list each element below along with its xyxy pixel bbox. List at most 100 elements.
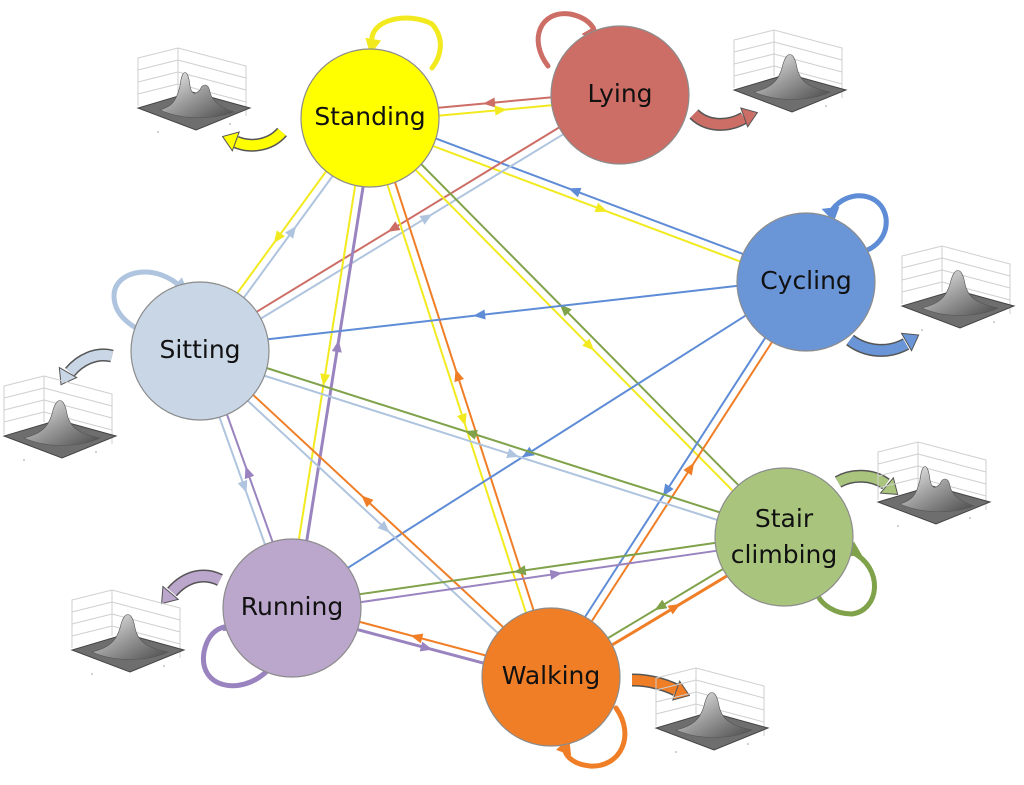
- arrowhead-icon: [285, 225, 297, 239]
- plot-grid: [877, 441, 987, 510]
- arrowhead-icon: [559, 304, 572, 317]
- arrowhead-icon: [331, 340, 342, 353]
- transition-standing-to-stair: [414, 169, 734, 492]
- state-circle: [714, 467, 854, 607]
- plot-axis-ticks: [91, 665, 165, 675]
- arrowhead-icon: [821, 206, 840, 222]
- transition-line: [394, 182, 535, 611]
- transition-stair-to-standing: [420, 163, 740, 486]
- transition-line: [347, 314, 747, 569]
- transition-line: [305, 186, 365, 541]
- state-label: Sitting: [159, 335, 240, 364]
- transition-line: [359, 541, 716, 596]
- transition-line: [264, 374, 718, 521]
- plot-axis-ticks: [23, 451, 97, 461]
- transition-sitting-to-running: [218, 416, 266, 545]
- emission-arrow-icon: [835, 471, 889, 489]
- transition-sitting-to-lying: [260, 133, 564, 320]
- emission-arrow-icon: [234, 128, 286, 151]
- transition-line: [584, 337, 767, 618]
- emission-running: [161, 569, 223, 605]
- transition-stair-to-sitting: [266, 367, 720, 514]
- plot-axis-ticks: [675, 743, 749, 753]
- transition-standing-to-walking: [386, 184, 527, 613]
- plot-axis-ticks: [157, 123, 231, 133]
- plot-grid: [71, 589, 181, 658]
- state-node-lying: Lying: [550, 25, 690, 165]
- transition-line: [611, 574, 728, 647]
- transition-sitting-to-stair: [264, 374, 718, 521]
- plot-surface: [675, 692, 753, 738]
- arrowhead-icon: [549, 569, 563, 580]
- transition-line: [218, 416, 266, 545]
- arrowhead-icon: [662, 483, 674, 497]
- arrowhead-icon: [667, 603, 681, 615]
- transition-line: [260, 133, 564, 320]
- state-circle: [300, 48, 440, 188]
- arrowhead-icon: [244, 466, 255, 480]
- arrowhead-icon: [410, 633, 424, 644]
- state-label: Stair: [755, 504, 814, 533]
- density-plots: [2, 29, 1016, 753]
- arrowhead-icon: [506, 448, 520, 458]
- transition-sitting-to-standing: [243, 175, 334, 299]
- gaussian-density-plot-icon: [2, 375, 118, 461]
- transition-line: [590, 341, 773, 622]
- transition-running-to-stair: [360, 549, 717, 604]
- transition-line: [607, 568, 724, 639]
- transition-running-to-walking: [357, 628, 484, 665]
- state-label: Lying: [587, 79, 652, 108]
- arrowhead-icon: [900, 332, 920, 352]
- arrowhead-icon: [568, 187, 582, 198]
- arrowhead-icon: [457, 412, 467, 426]
- arrowhead-icon: [454, 369, 464, 383]
- self-transition-loop-icon: [111, 269, 185, 331]
- transition-line: [420, 163, 740, 486]
- transition-edges: [218, 96, 773, 665]
- transition-walking-to-standing: [394, 182, 535, 611]
- arrowhead-icon: [58, 366, 78, 386]
- emission-standing: [221, 127, 287, 152]
- transition-standing-to-sitting: [236, 170, 327, 294]
- emission-cycling: [846, 332, 920, 357]
- gaussian-density-plot-icon: [136, 47, 252, 133]
- plot-surface: [921, 270, 999, 316]
- transition-standing-to-lying: [438, 104, 552, 117]
- plot-surface: [159, 72, 235, 119]
- transition-running-to-sitting: [226, 414, 274, 543]
- transition-line: [267, 284, 738, 341]
- transition-stair-to-running: [359, 541, 716, 596]
- state-circle: [550, 25, 690, 165]
- plot-surface: [753, 54, 831, 100]
- arrowhead-icon: [582, 338, 595, 351]
- self-transition-loop-icon: [201, 623, 269, 689]
- self-loop-cycling: [821, 193, 889, 255]
- gaussian-density-plot-icon: [900, 245, 1016, 331]
- self-transition-loop-icon: [815, 549, 877, 617]
- arrowhead-icon: [683, 462, 695, 476]
- emission-arrow-icon: [847, 335, 909, 356]
- transition-walking-to-stair: [611, 574, 728, 647]
- state-label: Running: [241, 592, 343, 621]
- self-loops: [111, 11, 889, 769]
- transition-line: [226, 414, 274, 543]
- arrowhead-icon: [419, 214, 433, 225]
- state-circle: [736, 212, 876, 352]
- arrowhead-icon: [161, 585, 180, 605]
- gaussian-density-plot-icon: [70, 589, 186, 675]
- arrowhead-icon: [419, 641, 433, 652]
- transition-standing-to-running: [297, 185, 357, 540]
- emission-sitting: [58, 348, 114, 386]
- transition-standing-to-cycling: [432, 145, 741, 263]
- transition-line: [435, 137, 744, 255]
- transition-line: [266, 367, 720, 514]
- state-circle: [481, 607, 621, 747]
- self-transition-loop-icon: [829, 193, 889, 255]
- transition-line: [357, 628, 484, 665]
- emission-lying: [689, 107, 759, 131]
- arrowhead-icon: [740, 107, 759, 128]
- plot-axis-ticks: [921, 321, 995, 331]
- transition-running-to-standing: [305, 186, 365, 541]
